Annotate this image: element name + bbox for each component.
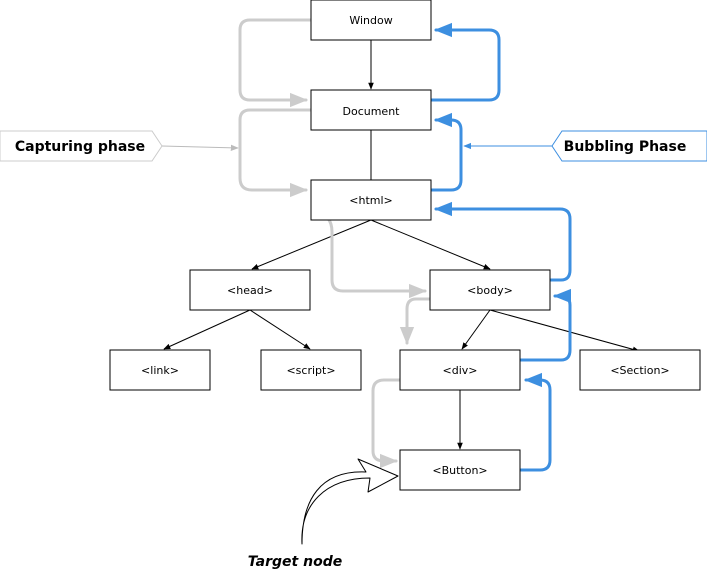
- tree-edges: [163, 40, 640, 450]
- node-link-label: <link>: [141, 364, 179, 377]
- node-section-label: <Section>: [610, 364, 669, 377]
- capturing-arrows: [238, 18, 432, 469]
- edge-html-head: [251, 219, 372, 270]
- bubbling-phase-label: Bubbling Phase: [564, 139, 687, 155]
- node-body-label: <body>: [467, 284, 513, 297]
- node-link: <link>: [109, 349, 211, 391]
- node-script-label: <script>: [286, 364, 335, 377]
- capture-html-to-body: [312, 209, 427, 299]
- edge-head-script: [249, 309, 311, 350]
- node-div-label: <div>: [443, 364, 478, 377]
- capturing-phase-label: Capturing phase: [15, 139, 145, 155]
- node-head-label: <head>: [227, 284, 273, 297]
- bubbling-phase-callout: Bubbling Phase: [463, 130, 707, 162]
- edge-body-div: [461, 309, 491, 350]
- node-button: <Button>: [399, 449, 521, 491]
- capture-document-to-html: [238, 108, 313, 198]
- bubble-html-to-document: [428, 112, 463, 192]
- node-html: <html>: [310, 179, 432, 221]
- bubble-button-to-div: [518, 372, 552, 472]
- node-button-label: <Button>: [432, 464, 487, 477]
- node-section: <Section>: [579, 349, 701, 391]
- bubble-body-to-html: [434, 201, 572, 282]
- target-node-callout: Target node: [248, 458, 399, 570]
- node-body: <body>: [429, 269, 551, 311]
- bubbling-arrows: [428, 22, 572, 472]
- node-script: <script>: [260, 349, 362, 391]
- bubble-document-to-window: [428, 22, 501, 102]
- capture-body-to-div: [399, 297, 432, 345]
- node-document-label: Document: [343, 105, 401, 118]
- target-node-label: Target node: [248, 554, 342, 570]
- node-document: Document: [310, 89, 432, 131]
- node-html-label: <html>: [349, 194, 393, 207]
- edge-body-section: [489, 309, 640, 353]
- edge-html-body: [370, 219, 491, 270]
- edge-head-link: [163, 309, 251, 350]
- capture-div-to-button: [371, 378, 402, 469]
- capturing-pointer: [161, 144, 239, 152]
- capture-window-to-document: [238, 18, 313, 108]
- node-window: Window: [310, 0, 432, 41]
- capturing-phase-callout: Capturing phase: [0, 130, 239, 162]
- node-head: <head>: [189, 269, 311, 311]
- bubble-div-to-body: [518, 288, 572, 362]
- node-div: <div>: [399, 349, 521, 391]
- curved-arrow-icon: [301, 458, 399, 545]
- node-window-label: Window: [349, 14, 392, 27]
